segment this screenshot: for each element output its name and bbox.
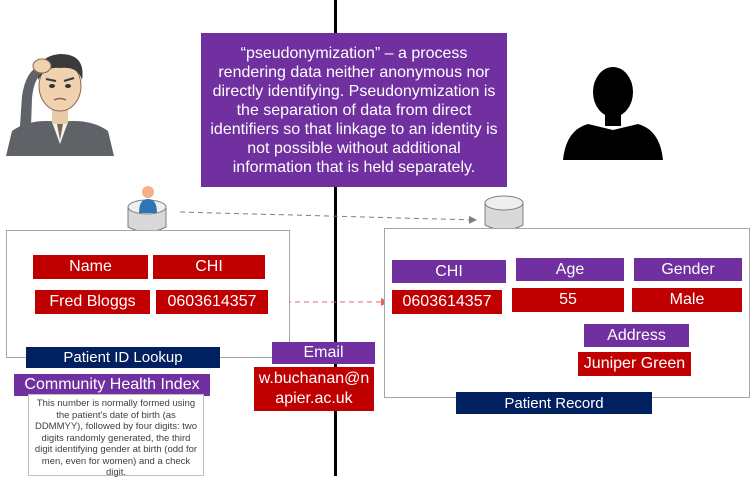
confused-man-illustration — [6, 54, 114, 156]
database-user-icon — [127, 186, 167, 233]
age-header: Age — [516, 258, 624, 281]
patient-record-label: Patient Record — [456, 392, 652, 414]
chi-explanation-text: This number is normally formed using the… — [34, 398, 198, 478]
patient-id-lookup-label: Patient ID Lookup — [26, 347, 220, 368]
chi-explanation-note: This number is normally formed using the… — [28, 394, 204, 478]
database-link-arrow — [179, 211, 477, 224]
name-value: Fred Bloggs — [35, 290, 150, 314]
email-value: w.buchanan@napier.ac.uk — [254, 367, 374, 411]
age-value: 55 — [512, 288, 624, 312]
person-silhouette-icon — [563, 67, 663, 160]
address-header: Address — [584, 324, 689, 347]
address-value: Juniper Green — [578, 352, 691, 376]
center-divider-line — [334, 0, 337, 476]
chi-header-left: CHI — [153, 255, 265, 279]
chi-value-left: 0603614357 — [156, 290, 268, 314]
gender-value: Male — [632, 288, 742, 312]
community-health-index-label: Community Health Index — [14, 374, 210, 396]
email-label: Email — [272, 342, 375, 364]
pseudonymization-definition: “pseudonymization” – a process rendering… — [201, 33, 507, 187]
gender-header: Gender — [634, 258, 742, 281]
chi-value-right: 0603614357 — [392, 290, 502, 314]
chi-header-right: CHI — [392, 260, 506, 283]
definition-text: “pseudonymization” – a process rendering… — [210, 44, 498, 176]
name-header: Name — [33, 255, 148, 279]
